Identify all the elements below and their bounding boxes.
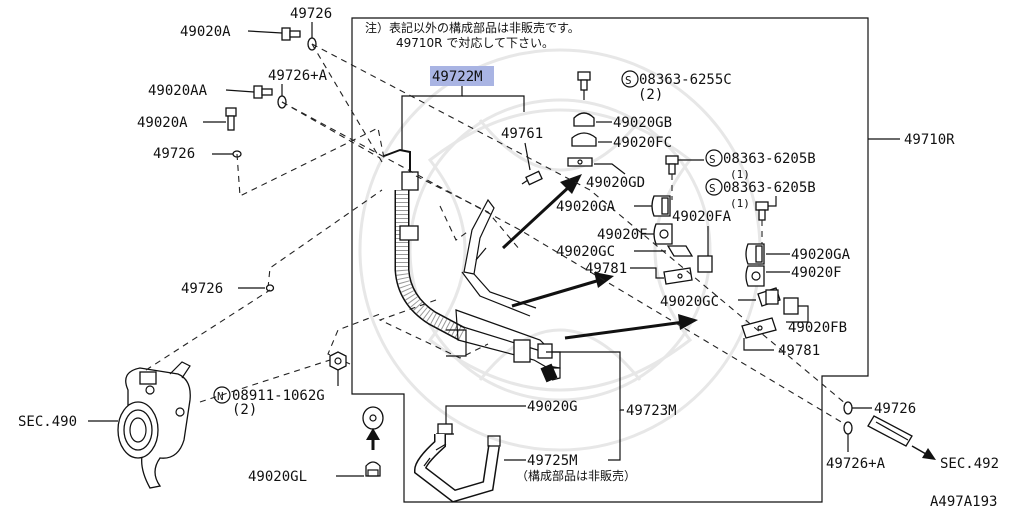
assembly-boundary [351,17,869,503]
clamp-49020F-left-icon [653,223,673,245]
label-49020FB: 49020FB [788,320,847,336]
arrow-to-clamp-group-2-icon [511,272,614,308]
s-symbol-icon [621,70,639,88]
bolt-08363-6255C-icon [577,71,591,91]
label-49726A-br: 49726+A [826,456,886,472]
washer-49726A-br-icon [843,421,853,435]
clamp-49020GB-icon [573,112,595,127]
label-49020FA: 49020FA [672,209,732,225]
note-line-2: 49710R で対応して下さい。 [396,36,554,50]
washer-49726-left-icon [265,284,275,292]
bracket-49020GC-left-icon [666,245,694,257]
clamp-49020GA-right-icon [745,243,765,265]
label-49726-br: 49726 [874,401,916,417]
bolt-49020A-mid-icon [225,107,237,131]
label-sec-490: SEC.490 [18,414,77,430]
bracket-49020GD-icon [567,157,593,167]
bracket-49020GC-right-icon [757,287,781,307]
svg-text:S: S [625,74,632,87]
grommet-icon [362,406,384,430]
svg-text:N: N [217,390,224,403]
label-49781-right: 49781 [778,343,820,359]
clamp-49020FA-icon [697,255,713,273]
bolt-49020A-top-icon [281,27,301,41]
label-49726A-top: 49726+A [268,68,328,84]
label-sec-492: SEC.492 [940,456,999,472]
label-49020F-right: 49020F [791,265,842,281]
bracket-49781-right-icon [741,317,777,339]
label-49020GD: 49020GD [586,175,645,191]
clamp-49020FB-icon [783,297,799,315]
up-arrow-icon [366,428,380,450]
power-steering-pump-icon [117,361,191,489]
high-pressure-hose-icon [383,148,561,369]
label-49020GB: 49020GB [613,115,672,131]
washer-49726-br-icon [843,401,853,415]
label-49726-mid: 49726 [153,146,195,162]
label-49020GA-right: 49020GA [791,247,851,263]
clamp-49020FC-icon [571,132,597,147]
label-49020FC: 49020FC [613,135,672,151]
n-symbol-icon [213,386,231,404]
arrow-to-sec-492-icon [911,445,936,460]
arrow-to-clamp-group-1-icon [501,174,582,250]
label-49020F-left: 49020F [597,227,648,243]
label-49020GA-left: 49020GA [556,199,616,215]
nut-08911-1062G-icon [329,351,347,371]
clamp-49020G-icon [436,423,454,435]
label-08363-6255C-qty: (2) [638,87,663,103]
label-08363-6205B-1: 08363-6205B [723,151,816,167]
label-08363-6255C: 08363-6255C [639,72,732,88]
clamp-49020F-right-icon [745,265,765,287]
label-08363-6205B-1-qty: (1) [730,168,750,181]
label-08363-6205B-2: 08363-6205B [723,180,816,196]
clip-49020GL-icon [365,461,381,477]
label-49020G: 49020G [527,399,578,415]
label-49726-left: 49726 [181,281,223,297]
label-49020GL: 49020GL [248,469,307,485]
s-symbol-3-icon [705,178,723,196]
label-49725M-note: （構成部品は非販売） [516,468,636,483]
label-49726-top: 49726 [290,6,332,22]
label-08911-1062G: 08911-1062G [232,388,325,404]
label-49781-left: 49781 [585,261,627,277]
svg-text:S: S [709,153,716,166]
label-49020AA: 49020AA [148,83,208,99]
arrow-to-clamp-group-3-icon [564,314,698,340]
bolt-49020AA-icon [253,85,273,99]
label-49020GC-left: 49020GC [556,244,615,260]
diagram-id: A497A193 [930,494,997,510]
note-line-1: 注）表記以外の構成部品は非販売です。 [365,20,580,35]
label-49722M[interactable]: 49722M [432,69,483,85]
label-49761: 49761 [501,126,543,142]
svg-text:S: S [709,182,716,195]
label-49725M: 49725M [527,453,578,469]
clamp-49020GA-left-icon [651,195,671,217]
label-49020A-mid: 49020A [137,115,188,131]
bolt-08363-6205B-1-icon [665,155,679,175]
label-49020GC-right: 49020GC [660,294,719,310]
label-49722M-highlight [430,66,494,86]
metal-pipe-icon [461,198,537,317]
label-08911-1062G-qty: (2) [232,402,257,418]
connector-49761-icon [521,170,543,186]
label-08363-6205B-2-qty: (1) [730,197,750,210]
label-49020A-top: 49020A [180,24,231,40]
steering-gear-pipe-icon [867,415,913,447]
bracket-49781-left-icon [663,267,693,285]
s-symbol-2-icon [705,149,723,167]
label-49723M: 49723M [626,403,677,419]
label-49710R: 49710R [904,132,955,148]
return-hose-49725M-icon [413,363,561,503]
